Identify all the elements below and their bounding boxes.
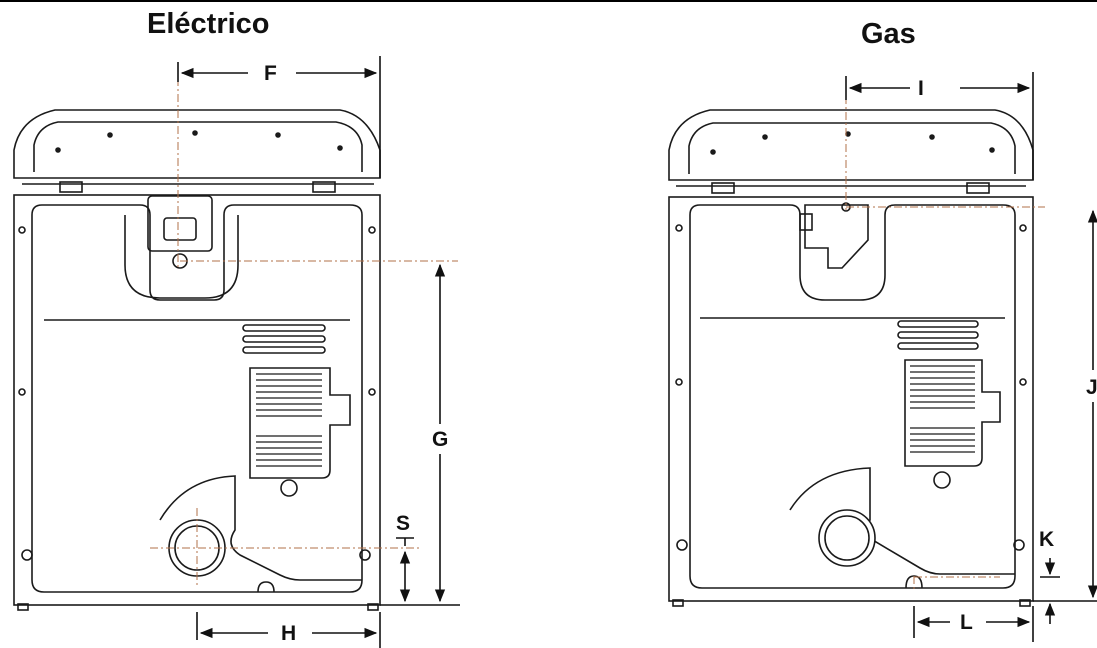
gas-console bbox=[668, 109, 1034, 181]
gas-centerlines bbox=[845, 80, 1045, 592]
electric-centerlines bbox=[150, 62, 458, 588]
gas-valve-bracket bbox=[804, 204, 869, 269]
dimension-label-s: S bbox=[396, 512, 410, 535]
dimension-label-i: I bbox=[918, 77, 924, 100]
gas-title: Gas bbox=[861, 18, 916, 50]
dimension-label-g: G bbox=[432, 428, 448, 451]
dimension-label-f: F bbox=[264, 62, 277, 85]
dimension-label-k: K bbox=[1039, 528, 1054, 551]
electric-title: Eléctrico bbox=[147, 8, 270, 40]
electric-console bbox=[13, 109, 381, 179]
dimension-label-h: H bbox=[281, 622, 296, 645]
dimension-label-l: L bbox=[960, 611, 973, 634]
electric-dimension-lines bbox=[177, 56, 460, 648]
dimension-label-j: J bbox=[1086, 376, 1097, 399]
gas-dryer bbox=[668, 109, 1034, 607]
top-rule bbox=[0, 0, 1097, 2]
gas-exhaust-vent bbox=[818, 509, 876, 567]
gas-dimension-lines bbox=[845, 72, 1097, 642]
